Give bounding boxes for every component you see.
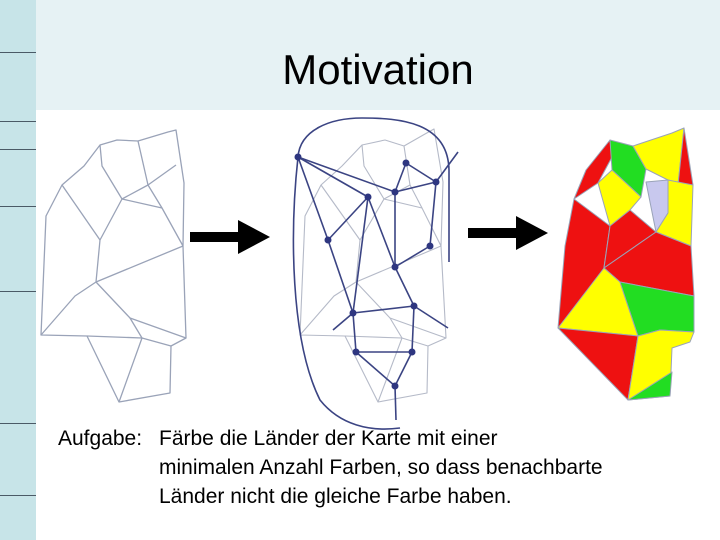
task-label: Aufgabe: [58, 427, 143, 450]
map-outline [299, 128, 447, 403]
dual-graph [292, 117, 459, 430]
sidebar-rule [0, 423, 36, 424]
title-band [36, 0, 720, 110]
sidebar-rule [0, 121, 36, 122]
sidebar-rule [0, 206, 36, 207]
map-outline [40, 129, 187, 403]
graph-nodes [294, 153, 440, 390]
sidebar-strip [0, 0, 36, 540]
task-line: Färbe die Länder der Karte mit einer [159, 427, 498, 450]
task-line: Länder nicht die gleiche Farbe haben. [159, 485, 512, 508]
task-body: Färbe die Länder der Karte mit einer min… [159, 424, 699, 511]
sidebar-rule [0, 149, 36, 150]
sidebar-rule [0, 291, 36, 292]
task-line: minimalen Anzahl Farben, so dass benachb… [159, 456, 603, 479]
slide-title: Motivation [282, 46, 474, 93]
arrow-right-icon [190, 220, 270, 254]
sidebar-rule [0, 495, 36, 496]
colored-map [557, 127, 695, 401]
sidebar-rule [0, 52, 36, 53]
arrow-right-icon [468, 216, 548, 250]
